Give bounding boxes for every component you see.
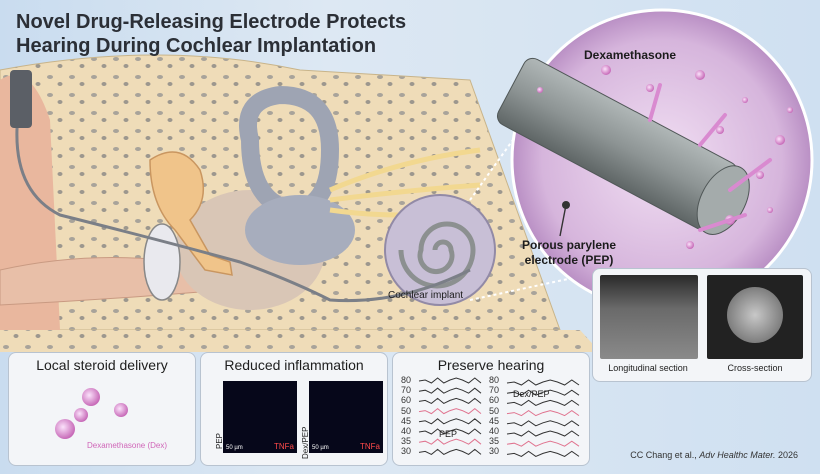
- db-tick: 60: [489, 395, 500, 406]
- abr-trace: [506, 399, 580, 406]
- scale-bar-right: 50 µm: [312, 445, 329, 451]
- electrode-label-line-2: electrode (PEP): [524, 253, 614, 267]
- processor: [10, 70, 32, 128]
- dex-particle: [767, 207, 773, 213]
- db-tick: 35: [489, 436, 500, 447]
- db-tick: 70: [489, 385, 500, 396]
- dex-particle: [775, 135, 785, 145]
- abr-trace: [418, 418, 482, 425]
- db-tick: 45: [489, 415, 500, 426]
- steroid-panel-title: Local steroid delivery: [36, 357, 168, 373]
- eardrum: [143, 223, 181, 301]
- title-line-1: Novel Drug-Releasing Electrode Protects: [16, 11, 407, 33]
- citation-journal: Adv Healthc Mater.: [699, 450, 776, 460]
- tnf-label-right: TNFa: [360, 442, 380, 451]
- release-arrow: [728, 158, 772, 192]
- db-tick: 30: [401, 446, 412, 457]
- abr-trace: [506, 440, 580, 447]
- electrode-label-line-1: Porous parylene: [522, 238, 617, 252]
- db-tick: 40: [401, 426, 412, 436]
- db-tick: 45: [401, 415, 412, 426]
- db-tick: 50: [401, 405, 412, 416]
- abr-trace: [506, 409, 580, 417]
- dex-pep-trace-label: Dex/PEP: [513, 389, 550, 399]
- abr-trace: [418, 407, 482, 415]
- release-arrow: [648, 83, 662, 122]
- dex-particle: [695, 70, 705, 80]
- citation-prefix: CC Chang et al.,: [630, 450, 700, 460]
- lower-bone: [0, 330, 600, 352]
- dex-pep-micrograph: 50 µm TNFa: [309, 381, 383, 453]
- db-tick: 40: [489, 426, 500, 436]
- release-arrow: [698, 213, 747, 232]
- dex-particle: [646, 84, 654, 92]
- semicircular-canals: [239, 85, 340, 220]
- abr-trace: [418, 377, 482, 384]
- dex-particle: [787, 107, 793, 113]
- abr-trace: [506, 379, 580, 386]
- longitudinal-sem-image: [600, 275, 698, 359]
- db-tick: 50: [489, 405, 500, 416]
- pep-micrograph: 50 µm TNFa: [223, 381, 297, 453]
- abr-trace: [418, 438, 482, 445]
- abr-trace: [506, 450, 580, 457]
- abr-trace: [506, 430, 580, 437]
- dexamethasone-label: Dexamethasone: [584, 48, 677, 62]
- implant-lead: [15, 114, 471, 303]
- db-tick: 70: [401, 385, 412, 396]
- citation: CC Chang et al., Adv Healthc Mater. 2026: [630, 450, 798, 460]
- db-tick: 60: [401, 395, 412, 406]
- dex-particle: [742, 97, 748, 103]
- dex-particle: [716, 126, 724, 134]
- abr-trace: [506, 420, 580, 427]
- abr-trace: [418, 387, 482, 394]
- abr-trace: [418, 428, 482, 435]
- db-tick: 35: [401, 436, 412, 447]
- db-tick: 30: [489, 446, 500, 457]
- cross-section-sem-image: [707, 275, 803, 359]
- cochlea-spiral: [398, 221, 476, 289]
- abr-trace: [418, 448, 482, 455]
- dex-particle: [686, 241, 694, 249]
- scale-bar-left: 50 µm: [226, 445, 243, 451]
- sem-panel: Longitudinal section Cross-section: [592, 268, 812, 382]
- tnf-label-left: TNFa: [274, 442, 294, 451]
- release-arrow: [698, 113, 727, 147]
- inflammation-panel: Reduced inflammation PEP 50 µm TNFa Dex/…: [200, 352, 388, 466]
- page-title: Novel Drug-Releasing Electrode Protects …: [16, 10, 436, 58]
- longitudinal-caption: Longitudinal section: [608, 363, 688, 373]
- db-tick: 80: [489, 375, 500, 385]
- steroid-panel: Local steroid delivery Dexamethasone (De…: [8, 352, 196, 466]
- abr-traces: [418, 377, 580, 457]
- dexamethasone-caption: Dexamethasone (Dex): [87, 441, 168, 450]
- citation-year: 2026: [775, 450, 798, 460]
- dex-particle: [537, 87, 543, 93]
- hearing-panel-title: Preserve hearing: [437, 357, 545, 373]
- electrode-label: Porous parylene electrode (PEP): [522, 238, 616, 268]
- cross-section-caption: Cross-section: [727, 363, 783, 373]
- ossicles: [149, 151, 233, 276]
- steroid-bubbles: [55, 388, 128, 439]
- abr-trace: [506, 389, 580, 396]
- cochlear-implant-label: Cochlear implant: [388, 290, 464, 301]
- dex-particle: [756, 171, 764, 179]
- inflammation-panel-title: Reduced inflammation: [224, 357, 364, 373]
- db-tick: 80: [401, 375, 412, 385]
- title-line-2: Hearing During Cochlear Implantation: [16, 35, 377, 57]
- vestibule: [245, 195, 355, 265]
- abr-trace: [418, 397, 482, 404]
- dex-particle: [601, 65, 611, 75]
- pep-trace-label: PEP: [439, 429, 458, 439]
